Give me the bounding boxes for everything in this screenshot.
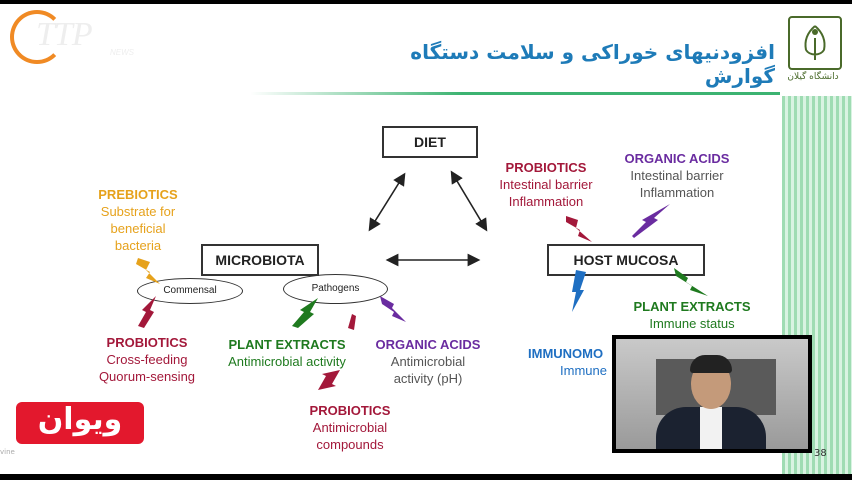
plant-extracts-host-bolt-icon	[674, 268, 708, 296]
plant-extracts-host-title: PLANT EXTRACTS	[633, 299, 751, 314]
probiotics-host-label: PROBIOTICS Intestinal barrier Inflammati…	[481, 159, 611, 210]
immunomodulators-bolt-icon	[572, 270, 586, 312]
immunomodulators-line-1: Immune	[560, 363, 607, 378]
diet-node: DIET	[382, 126, 478, 158]
probiotics-pathogens-bolt-icon	[318, 370, 340, 390]
prebiotics-title: PREBIOTICS	[98, 187, 178, 202]
plant-extracts-host-line-1: Immune status	[649, 316, 735, 331]
plant-extracts-host-label: PLANT EXTRACTS Immune status	[622, 298, 762, 332]
plant-extracts-pathogens-label: PLANT EXTRACTS Antimicrobial activity	[212, 336, 362, 370]
webcam-video	[616, 339, 808, 449]
probiotics-pathogens-bolt-upper-icon	[348, 314, 356, 330]
probiotics-pathogens-label: PROBIOTICS Antimicrobial compounds	[290, 402, 410, 453]
prebiotics-line-2: beneficial	[110, 221, 166, 236]
plant-extracts-pathogens-title: PLANT EXTRACTS	[228, 337, 346, 352]
sponsor-top-text: شرکت دانش بنیان	[82, 392, 144, 401]
university-logo: دانشگاه گیلان	[784, 16, 842, 86]
sponsor-logo: شرکت دانش بنیان ویوان انتخابی با اطمینـا…	[16, 392, 146, 464]
organic-acids-pathogens-line-1: Antimicrobial	[390, 354, 466, 369]
prebiotics-line-1: Substrate for	[100, 204, 176, 219]
university-emblem-icon	[788, 16, 842, 70]
sponsor-tagline: انتخابی با اطمینـان	[74, 446, 144, 456]
probiotics-pathogens-line-1: Antimicrobial	[312, 420, 388, 435]
immunomodulators-label: IMMUNOMO Immune	[528, 345, 618, 379]
probiotics-host-title: PROBIOTICS	[505, 160, 587, 175]
probiotics-commensal-bolt-icon	[138, 296, 156, 328]
organic-acids-pathogens-line-2: activity (pH)	[393, 371, 463, 386]
presenter-webcam	[612, 335, 812, 453]
prebiotics-label: PREBIOTICS Substrate for beneficial bact…	[78, 186, 198, 254]
title-underline	[250, 92, 780, 95]
plant-extracts-pathogens-line-1: Antimicrobial activity	[228, 354, 346, 369]
broadcaster-logo: TTP NEWS	[10, 10, 140, 66]
organic-acids-host-title: ORGANIC ACIDS	[624, 151, 730, 166]
probiotics-host-line-1: Intestinal barrier	[499, 177, 593, 192]
probiotics-commensal-title: PROBIOTICS	[106, 335, 188, 350]
immunomodulators-title: IMMUNOMO	[528, 346, 604, 361]
edge-watermark: vine	[0, 448, 15, 456]
plant-extracts-pathogens-bolt-icon	[292, 298, 318, 328]
commensal-ellipse: Commensal	[137, 278, 243, 304]
organic-acids-host-label: ORGANIC ACIDS Intestinal barrier Inflamm…	[612, 150, 742, 201]
university-name: دانشگاه گیلان	[787, 72, 839, 82]
probiotics-pathogens-title: PROBIOTICS	[309, 403, 391, 418]
organic-acids-pathogens-title: ORGANIC ACIDS	[375, 337, 481, 352]
arrow-diet-host	[450, 170, 488, 232]
prebiotics-line-3: bacteria	[114, 238, 162, 253]
organic-acids-host-line-2: Inflammation	[639, 185, 715, 200]
probiotics-host-bolt-icon	[566, 216, 592, 242]
prebiotics-bolt-icon	[136, 258, 160, 284]
organic-acids-host-line-1: Intestinal barrier	[630, 168, 724, 183]
microbiota-node: MICROBIOTA	[201, 244, 319, 276]
slide-page-number: 38	[814, 448, 827, 459]
sponsor-wordmark: ویوان	[37, 402, 123, 437]
organic-acids-host-bolt-icon	[632, 204, 670, 238]
broadcaster-logo-main: TTP	[36, 16, 93, 53]
host-mucosa-node: HOST MUCOSA	[547, 244, 705, 276]
probiotics-commensal-line-1: Cross-feeding	[106, 352, 188, 367]
organic-acids-pathogens-label: ORGANIC ACIDS Antimicrobial activity (pH…	[368, 336, 488, 387]
organic-acids-pathogens-bolt-icon	[380, 296, 406, 322]
probiotics-pathogens-line-2: compounds	[316, 437, 384, 452]
arrow-diet-microbiota	[368, 172, 406, 232]
slide-title: افزودنیهای خوراکی و سلامت دستگاه گوارش	[410, 40, 775, 88]
broadcaster-ring-icon	[10, 10, 64, 64]
probiotics-commensal-line-2: Quorum-sensing	[98, 369, 196, 384]
pathogens-ellipse: Pathogens	[283, 274, 388, 304]
probiotics-commensal-label: PROBIOTICS Cross-feeding Quorum-sensing	[82, 334, 212, 385]
probiotics-host-line-2: Inflammation	[508, 194, 584, 209]
presentation-slide: افزودنیهای خوراکی و سلامت دستگاه گوارش د…	[0, 4, 852, 474]
broadcaster-logo-sub: NEWS	[110, 48, 134, 57]
